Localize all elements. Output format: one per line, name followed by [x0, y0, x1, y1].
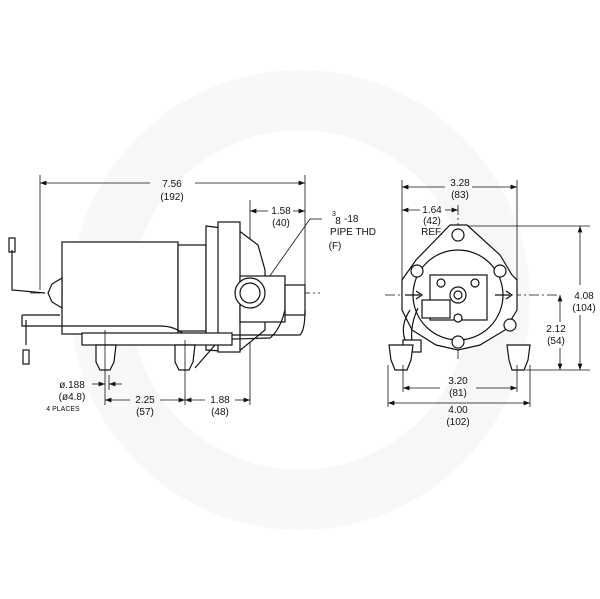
port-offset-mm: (40) [272, 218, 290, 229]
foot-spacing-mm: (57) [136, 407, 154, 418]
overall-length-mm: (192) [160, 192, 183, 203]
thread-denominator: 8 [335, 216, 341, 227]
end-view: 3.28 (83) 1.64 (42) REF. 4.08 (104) 2.12… [385, 178, 596, 428]
port-offset-in: 1.58 [271, 206, 291, 217]
foot-to-port-mm: (48) [211, 407, 229, 418]
foot-to-port-in: 1.88 [210, 395, 230, 406]
foot-spacing-mm: (81) [449, 388, 467, 399]
mount-hole-in: ø.188 [59, 380, 85, 391]
half-width-mm: (42) [423, 216, 441, 227]
thread-female: (F) [329, 241, 342, 252]
thread-type: PIPE THD [330, 227, 376, 238]
half-width-ref: REF. [421, 227, 443, 238]
width-in: 3.28 [450, 178, 470, 189]
overall-length-in: 7.56 [162, 179, 182, 190]
center-height-mm: (54) [547, 336, 565, 347]
mount-hole-mm: (ø4.8) [59, 392, 86, 403]
overall-width-mm: (102) [446, 417, 469, 428]
height-in: 4.08 [574, 291, 594, 302]
side-view: 7.56 (192) 1.58 (40) 3 8 -18 PIPE THD (F… [8, 175, 376, 418]
foot-spacing-in: 3.20 [448, 376, 468, 387]
foot-spacing-in: 2.25 [135, 395, 155, 406]
thread-rest: -18 [344, 214, 359, 225]
center-height-in: 2.12 [546, 324, 566, 335]
height-mm: (104) [572, 303, 595, 314]
mount-hole-note: 4 PLACES [46, 406, 80, 413]
screw-icons [410, 228, 517, 349]
overall-width-in: 4.00 [448, 405, 468, 416]
half-width-in: 1.64 [422, 205, 442, 216]
width-mm: (83) [451, 190, 469, 201]
thread-numerator: 3 [332, 211, 336, 218]
